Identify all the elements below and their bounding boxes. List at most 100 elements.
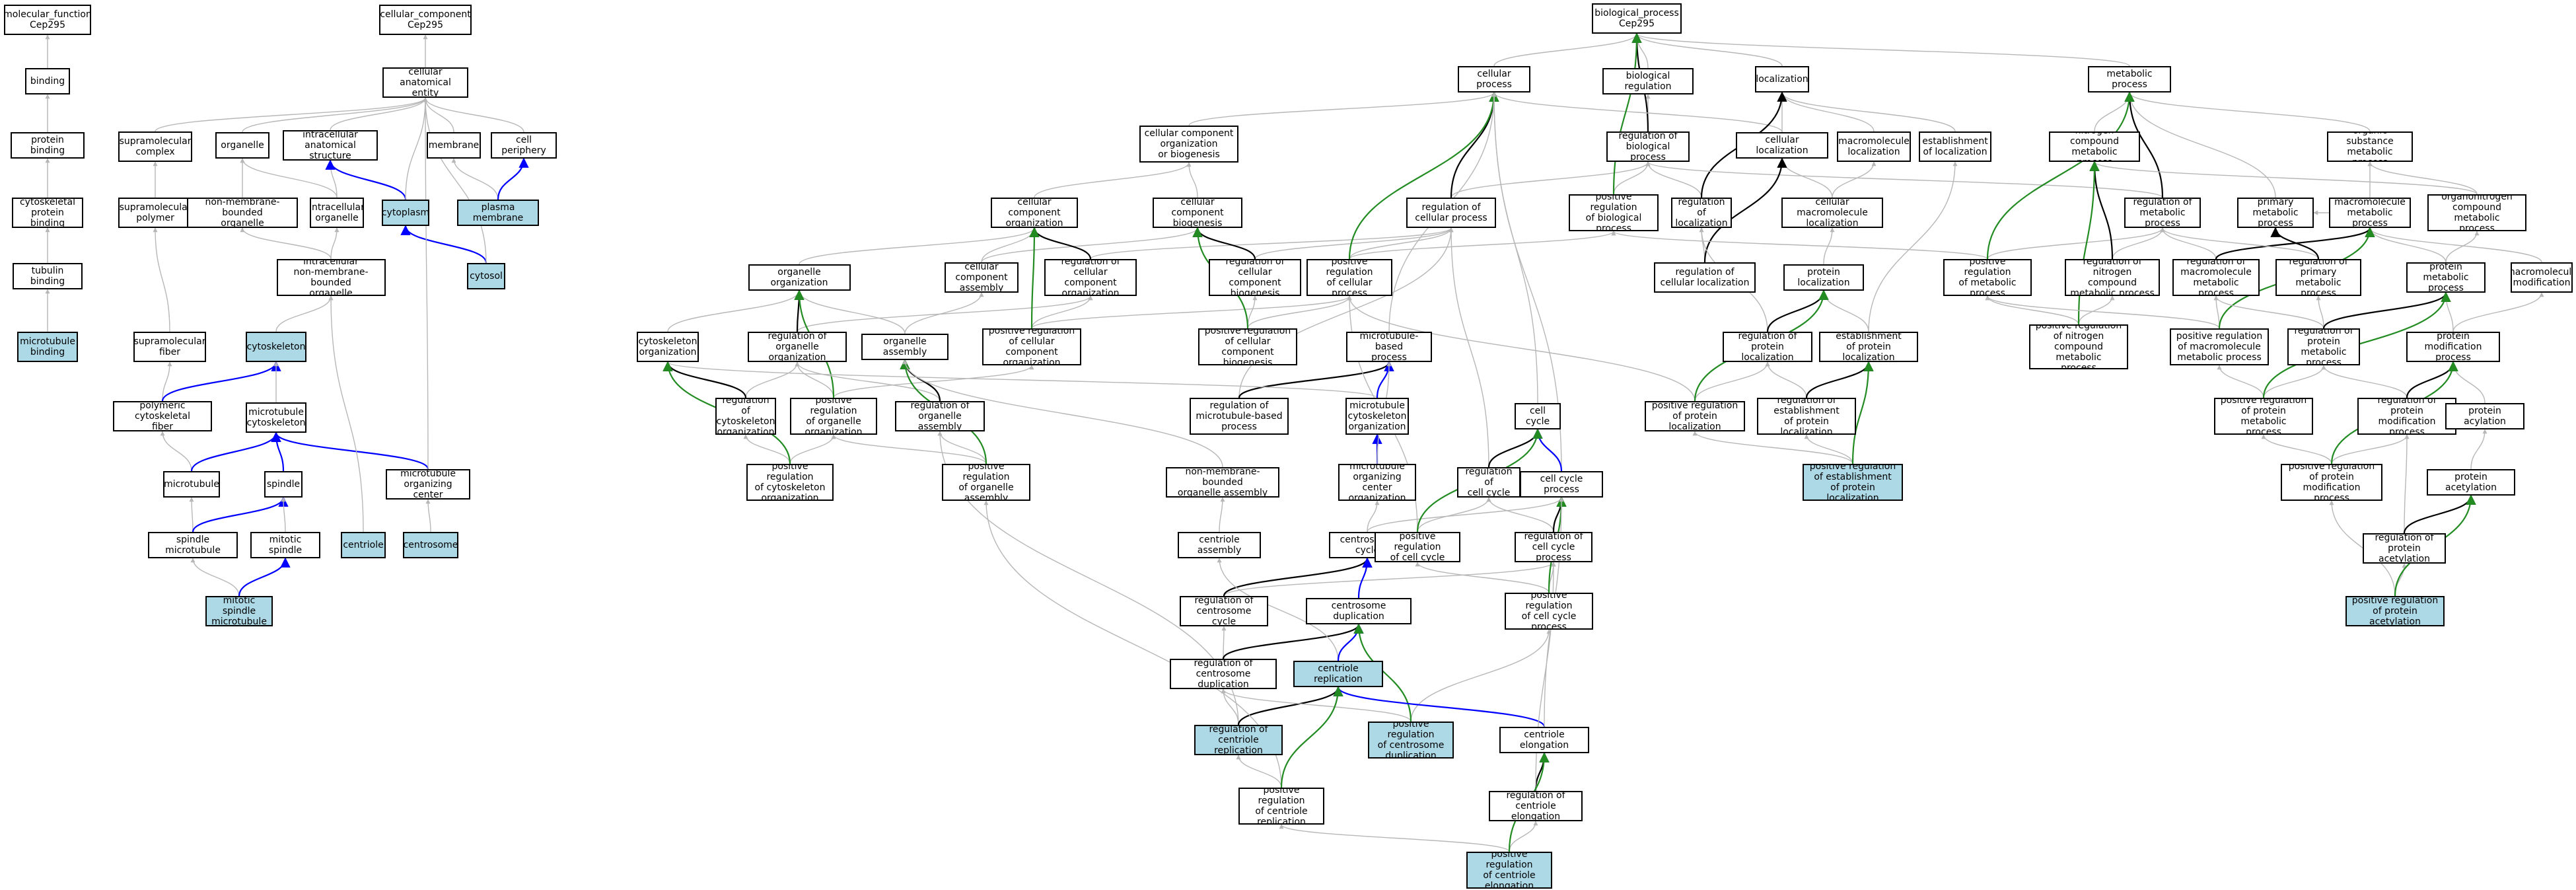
edge-is-a [831,434,987,464]
node-intraorg: intracellular organelle [310,198,364,228]
node-posregprotmp: positive regulation of protein metabolic… [2214,398,2313,435]
edge-is-a [423,97,487,264]
node-nmbo: non-membrane-bounded organelle [187,198,298,228]
edge-is-a [423,97,524,133]
node-posregcentdup: positive regulation of centrosome duplic… [1368,722,1454,759]
edge-part-of [1337,623,1364,661]
edge-is-a [405,97,428,200]
node-regorgasm: regulation of organelle assembly [895,401,985,431]
node-posregccb: positive regulation of cellular componen… [1198,328,1297,365]
edge-part-of [271,431,429,470]
edge-is-a [1985,295,2079,325]
node-posregcellcycle: positive regulation of cell cycle [1375,532,1460,562]
edge-is-a [451,158,499,200]
edge-is-a [2321,365,2408,398]
node-nmboa: non-membrane-bounded organelle assembly [1166,467,1279,498]
edge-is-a [1449,227,1489,468]
edge-is-a [1186,162,1198,198]
edge-is-a [902,359,1223,468]
node-posregorgorg: positive regulation of organelle organiz… [790,398,877,435]
edge-is-a [743,434,791,464]
edge-is-a [1223,562,1556,597]
node-regccb: regulation of cellular component biogene… [1209,259,1301,296]
node-posregmp: positive regulation of metabolic process [1943,259,2032,296]
edge-is-a [667,290,802,332]
edge-is-a [1347,295,1696,402]
node-protacet: protein acetylation [2427,469,2515,496]
edge-regulates [2270,227,2320,260]
edge-part-of [238,557,291,597]
node-regloc: regulation of localization [1671,198,1732,228]
edge-regulates [1029,227,1092,260]
node-regbp: regulation of biological process [1606,131,1690,162]
node-spindle: spindle [264,471,303,498]
node-regcp: regulation of cellular process [1406,198,1496,228]
edge-is-a [2367,227,2447,263]
edge-is-a [425,499,431,533]
node-centasm: centriole assembly [1178,532,1261,558]
node-estprotloc: establishment of protein localization [1819,332,1918,362]
node-orgasm: organelle assembly [861,334,948,360]
edge-is-a [1279,824,1510,852]
edge-part-of [161,361,281,402]
node-ccob: cellular component organization or bioge… [1139,126,1238,163]
node-cellproc: cellular process [1458,66,1530,93]
edge-positively-regulates [1612,32,1642,195]
edge-regulates [1766,289,1829,332]
node-centrep: centriole replication [1293,661,1383,687]
node-regprotloc: regulation of protein localization [1723,332,1812,362]
node-regprotmp: regulation of protein metabolic process [2287,328,2360,365]
node-regcentdup: regulation of centrosome duplication [1170,659,1277,689]
edge-is-a [1090,227,1454,260]
node-cytosol: cytosol [467,263,505,289]
node-macroloc: macromolecule localization [1837,131,1911,162]
edge-regulates [2403,494,2476,534]
edge-is-a [1031,295,1093,329]
edge-is-a [981,227,1200,263]
edge-is-a [2452,292,2544,332]
node-centrosome: centrosome [403,532,458,558]
edge-is-a [2092,161,2478,195]
edge-is-a [745,361,800,398]
edge-is-a [2112,227,2165,260]
node-posregestprotloc: positive regulation of establishment of … [1803,464,1903,501]
edge-is-a [1367,500,1380,533]
edge-is-a [2078,295,2115,325]
node-protbind: protein binding [11,132,85,159]
node-msmt: mitotic spindle microtubule [205,596,273,626]
edge-regulates [2322,291,2451,329]
edge-is-a [1611,231,1988,260]
edge-regulates [1450,91,1499,198]
edge-is-a [1221,626,1227,659]
edge-is-a [160,431,192,472]
edge-is-a [275,295,334,332]
edge-is-a [1779,92,1956,132]
node-mtbp: microtubule-based process [1346,332,1432,362]
edge-regulates [662,361,747,398]
node-centdup: centrosome duplication [1306,598,1412,624]
edge-part-of [192,496,289,533]
edge-regulates [2089,161,2114,260]
edge-is-a [1367,497,1564,533]
node-regcco: regulation of cellular component organiz… [1044,259,1137,296]
node-cellcycle: cell cycle [1515,403,1561,429]
node-regmtbp: regulation of microtubule-based process [1190,398,1289,435]
node-macromod: macromolecule modification [2511,262,2573,293]
node-polycskfiber: polymeric cytoskeletal fiber [113,401,212,431]
node-regcentcycle: regulation of centrosome cycle [1180,596,1268,626]
edge-is-a [1804,434,1853,464]
edge-is-a [2331,434,2410,464]
node-plasmamem: plasma membrane [457,200,539,226]
edge-is-a [2451,361,2486,404]
edge-is-a [330,227,340,260]
node-posregcco: positive regulation of cellular componen… [982,328,1081,365]
node-tubbind: tubulin binding [13,263,83,289]
edge-is-a [1417,497,1491,533]
edge-is-a [1493,33,1639,67]
node-osmp: organic substance metabolic process [2327,131,2413,162]
node-cc: cellular_component Cep295 [379,5,472,35]
edge-is-a [2367,161,2478,195]
edge-is-a [153,227,170,332]
